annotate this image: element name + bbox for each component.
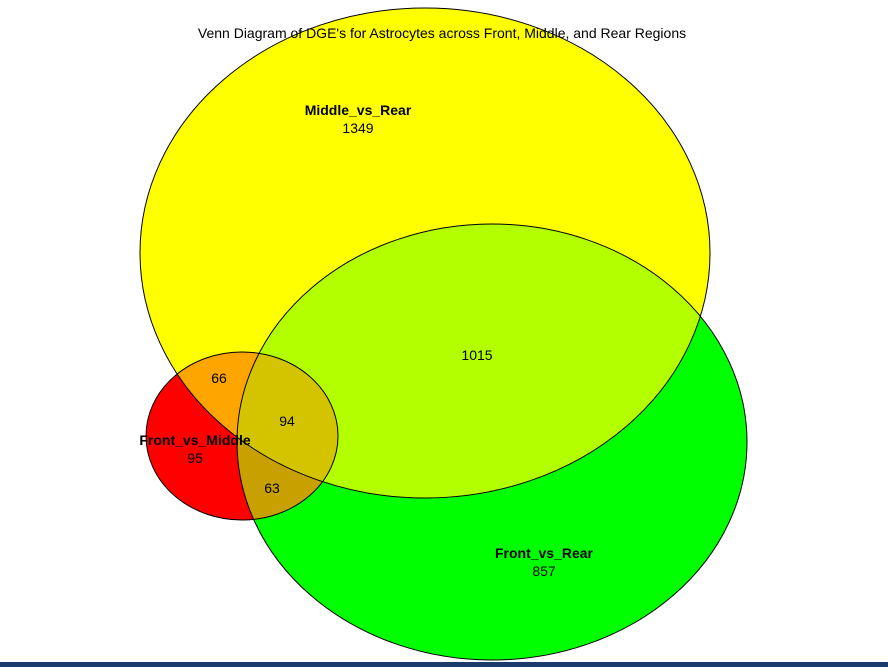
front-middle-middle-rear-count: 66 — [211, 370, 227, 386]
front-middle-front-rear-count: 63 — [264, 480, 280, 496]
middle-vs-rear-count: 1349 — [342, 120, 373, 136]
middle-rear-front-rear-count: 1015 — [461, 347, 492, 363]
middle-rear-front-rear-overlap — [237, 224, 710, 498]
front-vs-rear-label: Front_vs_Rear — [495, 545, 594, 561]
front-vs-middle-label: Front_vs_Middle — [139, 432, 250, 448]
bottom-bar — [0, 662, 888, 667]
front-vs-rear-count: 857 — [532, 563, 556, 579]
diagram-title: Venn Diagram of DGE's for Astrocytes acr… — [198, 25, 686, 41]
front-vs-middle-outline — [145, 351, 339, 521]
all-three-count: 94 — [279, 413, 295, 429]
middle-vs-rear-outline — [139, 7, 711, 499]
front-vs-middle-count: 95 — [187, 450, 203, 466]
front-vs-rear-outline — [236, 223, 748, 661]
middle-vs-rear-label: Middle_vs_Rear — [305, 102, 412, 118]
